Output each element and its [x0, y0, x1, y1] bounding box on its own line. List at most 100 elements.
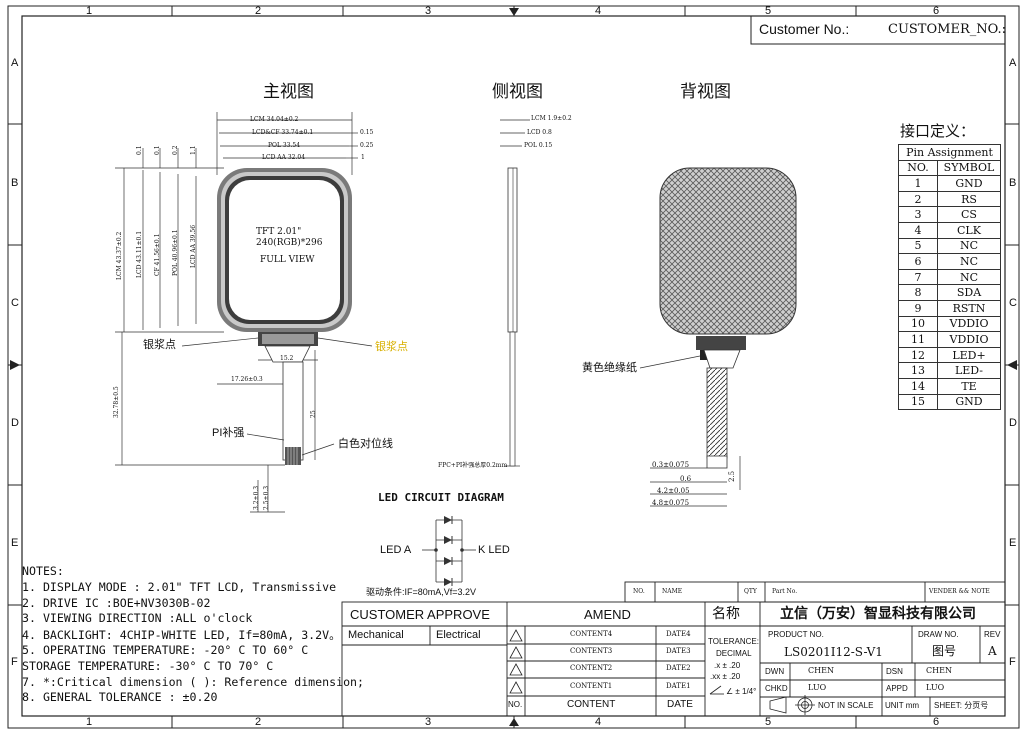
back-view-title: 背视图 — [680, 82, 731, 101]
pin-symbol: NC — [937, 237, 1001, 255]
dim-fpc-offset: 17.26±0.3 — [231, 376, 263, 383]
tb-tolerance: TOLERANCE: — [708, 637, 759, 646]
tb-amend: AMEND — [584, 607, 631, 622]
dim-v-0-2: 0.2 — [172, 145, 179, 155]
tb-top-no: NO. — [633, 588, 645, 595]
led-cathode-label: K LED — [478, 544, 510, 556]
tb-company-name: 立信（万安）智显科技有限公司 — [780, 605, 976, 621]
pin-symbol: GND — [937, 393, 1001, 411]
col-number-6: 6 — [933, 5, 940, 17]
interface-title: 接口定义： — [900, 123, 976, 140]
dim-0-25: 0.25 — [360, 142, 374, 149]
pin-symbol: GND — [937, 175, 1001, 192]
callout-silver-paste-left: 银浆点 — [143, 339, 176, 351]
dim-aa-width: LCD AA 32.04 — [262, 154, 306, 161]
customer-no-value: CUSTOMER_NO.: — [888, 22, 1007, 37]
note-item: 3. VIEWING DIRECTION :ALL o'clock — [22, 611, 253, 626]
tb-dwn-value: CHEN — [808, 666, 834, 675]
pin-no: 11 — [898, 331, 938, 348]
row-letter-d-right: D — [1009, 417, 1017, 429]
pin-symbol: NC — [937, 268, 1001, 286]
tb-electrical: Electrical — [436, 629, 481, 641]
tb-date-label: DATE — [667, 699, 693, 710]
led-drive-condition: 驱动条件:IF=80mA,Vf=3.2V — [366, 587, 477, 597]
panel-size-text: TFT 2.01" — [256, 227, 302, 237]
back-dim-3: 4.2±0.05 — [657, 487, 690, 495]
tb-date-row: DATE4 — [666, 630, 691, 638]
col-number-1: 1 — [86, 5, 93, 17]
pin-header-no: NO. — [898, 159, 938, 177]
pin-symbol: LED- — [937, 362, 1001, 379]
callout-pi-stiffener: PI补强 — [212, 427, 245, 439]
tb-draw-no: 图号 — [932, 644, 957, 658]
col-number-5-bottom: 5 — [765, 716, 772, 728]
tb-scale: NOT IN SCALE — [818, 701, 874, 710]
pin-symbol: RS — [937, 190, 1001, 208]
dim-lcm-height: LCM 43.37±0.2 — [116, 231, 123, 280]
col-number-4-bottom: 4 — [595, 716, 602, 728]
back-dim-2: 0.6 — [680, 475, 692, 483]
tb-rev-label: REV — [984, 630, 1001, 639]
tb-chkd-value: LUO — [808, 683, 827, 692]
note-item: 4. BACKLIGHT: 4CHIP-WHITE LED, If=80mA, … — [22, 628, 341, 643]
tb-appd-label: APPD — [886, 684, 908, 693]
tb-unit: UNIT mm — [885, 701, 920, 710]
pin-symbol: LED+ — [937, 346, 1001, 364]
pin-no: 10 — [898, 315, 938, 333]
row-letter-c: C — [11, 297, 19, 309]
note-item: STORAGE TEMPERATURE: -30° C TO 70° C — [22, 658, 274, 673]
pin-symbol: RSTN — [937, 299, 1001, 317]
dim-aa-height: LCD AA 39.56 — [190, 224, 197, 268]
side-dim-pol: POL 0.15 — [524, 142, 553, 149]
dim-pol-height: POL 40.96±0.1 — [172, 229, 179, 276]
tb-top-part: Part No. — [772, 588, 798, 595]
pin-symbol: TE — [937, 377, 1001, 395]
col-number-3-bottom: 3 — [425, 716, 432, 728]
row-letter-d: D — [11, 417, 19, 429]
note-item: 2. DRIVE IC :BOE+NV3030B-02 — [22, 595, 211, 610]
pin-symbol: VDDIO — [937, 331, 1001, 348]
pin-no: 14 — [898, 377, 938, 395]
callout-silver-paste-right: 银浆点 — [375, 341, 408, 353]
row-letter-f: F — [11, 656, 18, 668]
pin-table-title: Pin Assignment — [898, 144, 1001, 161]
tb-content-row: CONTENT1 — [570, 682, 613, 690]
row-letter-b-right: B — [1009, 177, 1017, 189]
dim-0-15: 0.15 — [360, 129, 374, 136]
row-letter-e-right: E — [1009, 537, 1017, 549]
tb-product-no: LS0201I12-S-V1 — [784, 645, 883, 659]
dim-v-1-1: 1.1 — [190, 145, 197, 155]
row-letter-b: B — [11, 177, 19, 189]
dim-pol-width: POL 33.54 — [268, 142, 301, 149]
tb-decimal: DECIMAL — [716, 649, 752, 658]
pin-no: 6 — [898, 253, 938, 270]
notes-title: NOTES: — [22, 564, 64, 578]
pin-no: 4 — [898, 221, 938, 239]
col-number-3: 3 — [425, 5, 432, 17]
tb-draw-no-label: DRAW NO. — [918, 630, 959, 639]
row-letter-e: E — [11, 537, 19, 549]
tb-mechanical: Mechanical — [348, 629, 404, 641]
pin-no: 8 — [898, 284, 938, 301]
led-circuit-title: LED CIRCUIT DIAGRAM — [378, 491, 504, 504]
notes-block: NOTES: 1. DISPLAY MODE : 2.01" TFT LCD, … — [22, 564, 364, 706]
side-dim-lcd: LCD 0.8 — [527, 129, 552, 136]
note-item: 7. *:Critical dimension ( ): Reference d… — [22, 674, 365, 689]
tb-date-row: DATE3 — [666, 647, 691, 655]
tb-customer-approve: CUSTOMER APPROVE — [350, 607, 490, 622]
row-letter-f-right: F — [1009, 656, 1016, 668]
pin-symbol: SDA — [937, 284, 1001, 301]
col-number-4: 4 — [595, 5, 602, 17]
tb-top-vender: VENDER && NOTE — [929, 588, 990, 595]
